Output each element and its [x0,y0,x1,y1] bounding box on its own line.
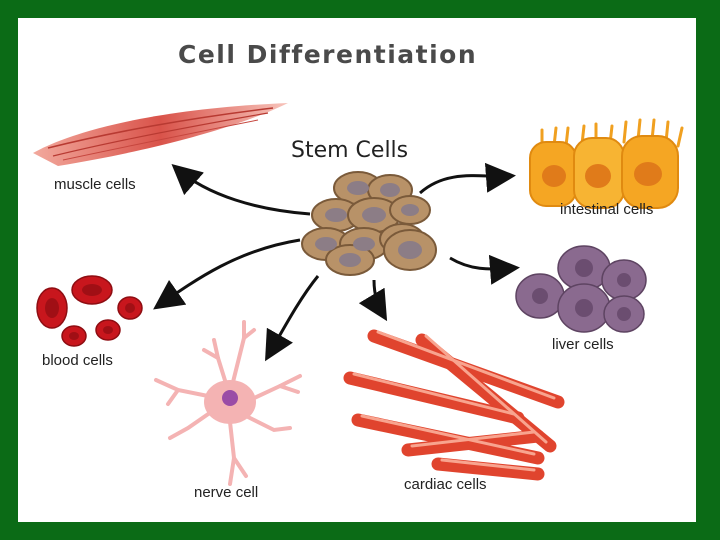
diagram-frame: Cell Differentiation [18,18,696,522]
liver-cells-label: liver cells [552,336,614,353]
stem-cells-cluster [301,171,437,276]
intestinal-cells-label: intestinal cells [560,201,654,218]
arrow-to-muscle [171,164,311,216]
muscle-cells-label: muscle cells [54,176,136,193]
nerve-cell-label: nerve cell [194,484,259,501]
stem-cells-label: Stem Cells [291,138,409,163]
arrow-to-blood [153,238,301,310]
arrow-to-nerve [265,275,320,362]
muscle-cells-illustration [33,103,288,166]
arrow-to-liver [449,254,520,285]
arrow-to-intestinal [419,162,516,195]
cardiac-cells-illustration [343,329,565,481]
diagram-canvas [33,103,684,486]
diagram-title: Cell Differentiation [178,40,478,69]
cardiac-cells-label: cardiac cells [404,476,487,493]
intestinal-cells-illustration [529,118,684,209]
differentiation-arrows [153,162,520,362]
nerve-cell-illustration [154,320,302,486]
arrow-to-cardiac [358,279,388,322]
blood-cells-label: blood cells [42,352,113,369]
